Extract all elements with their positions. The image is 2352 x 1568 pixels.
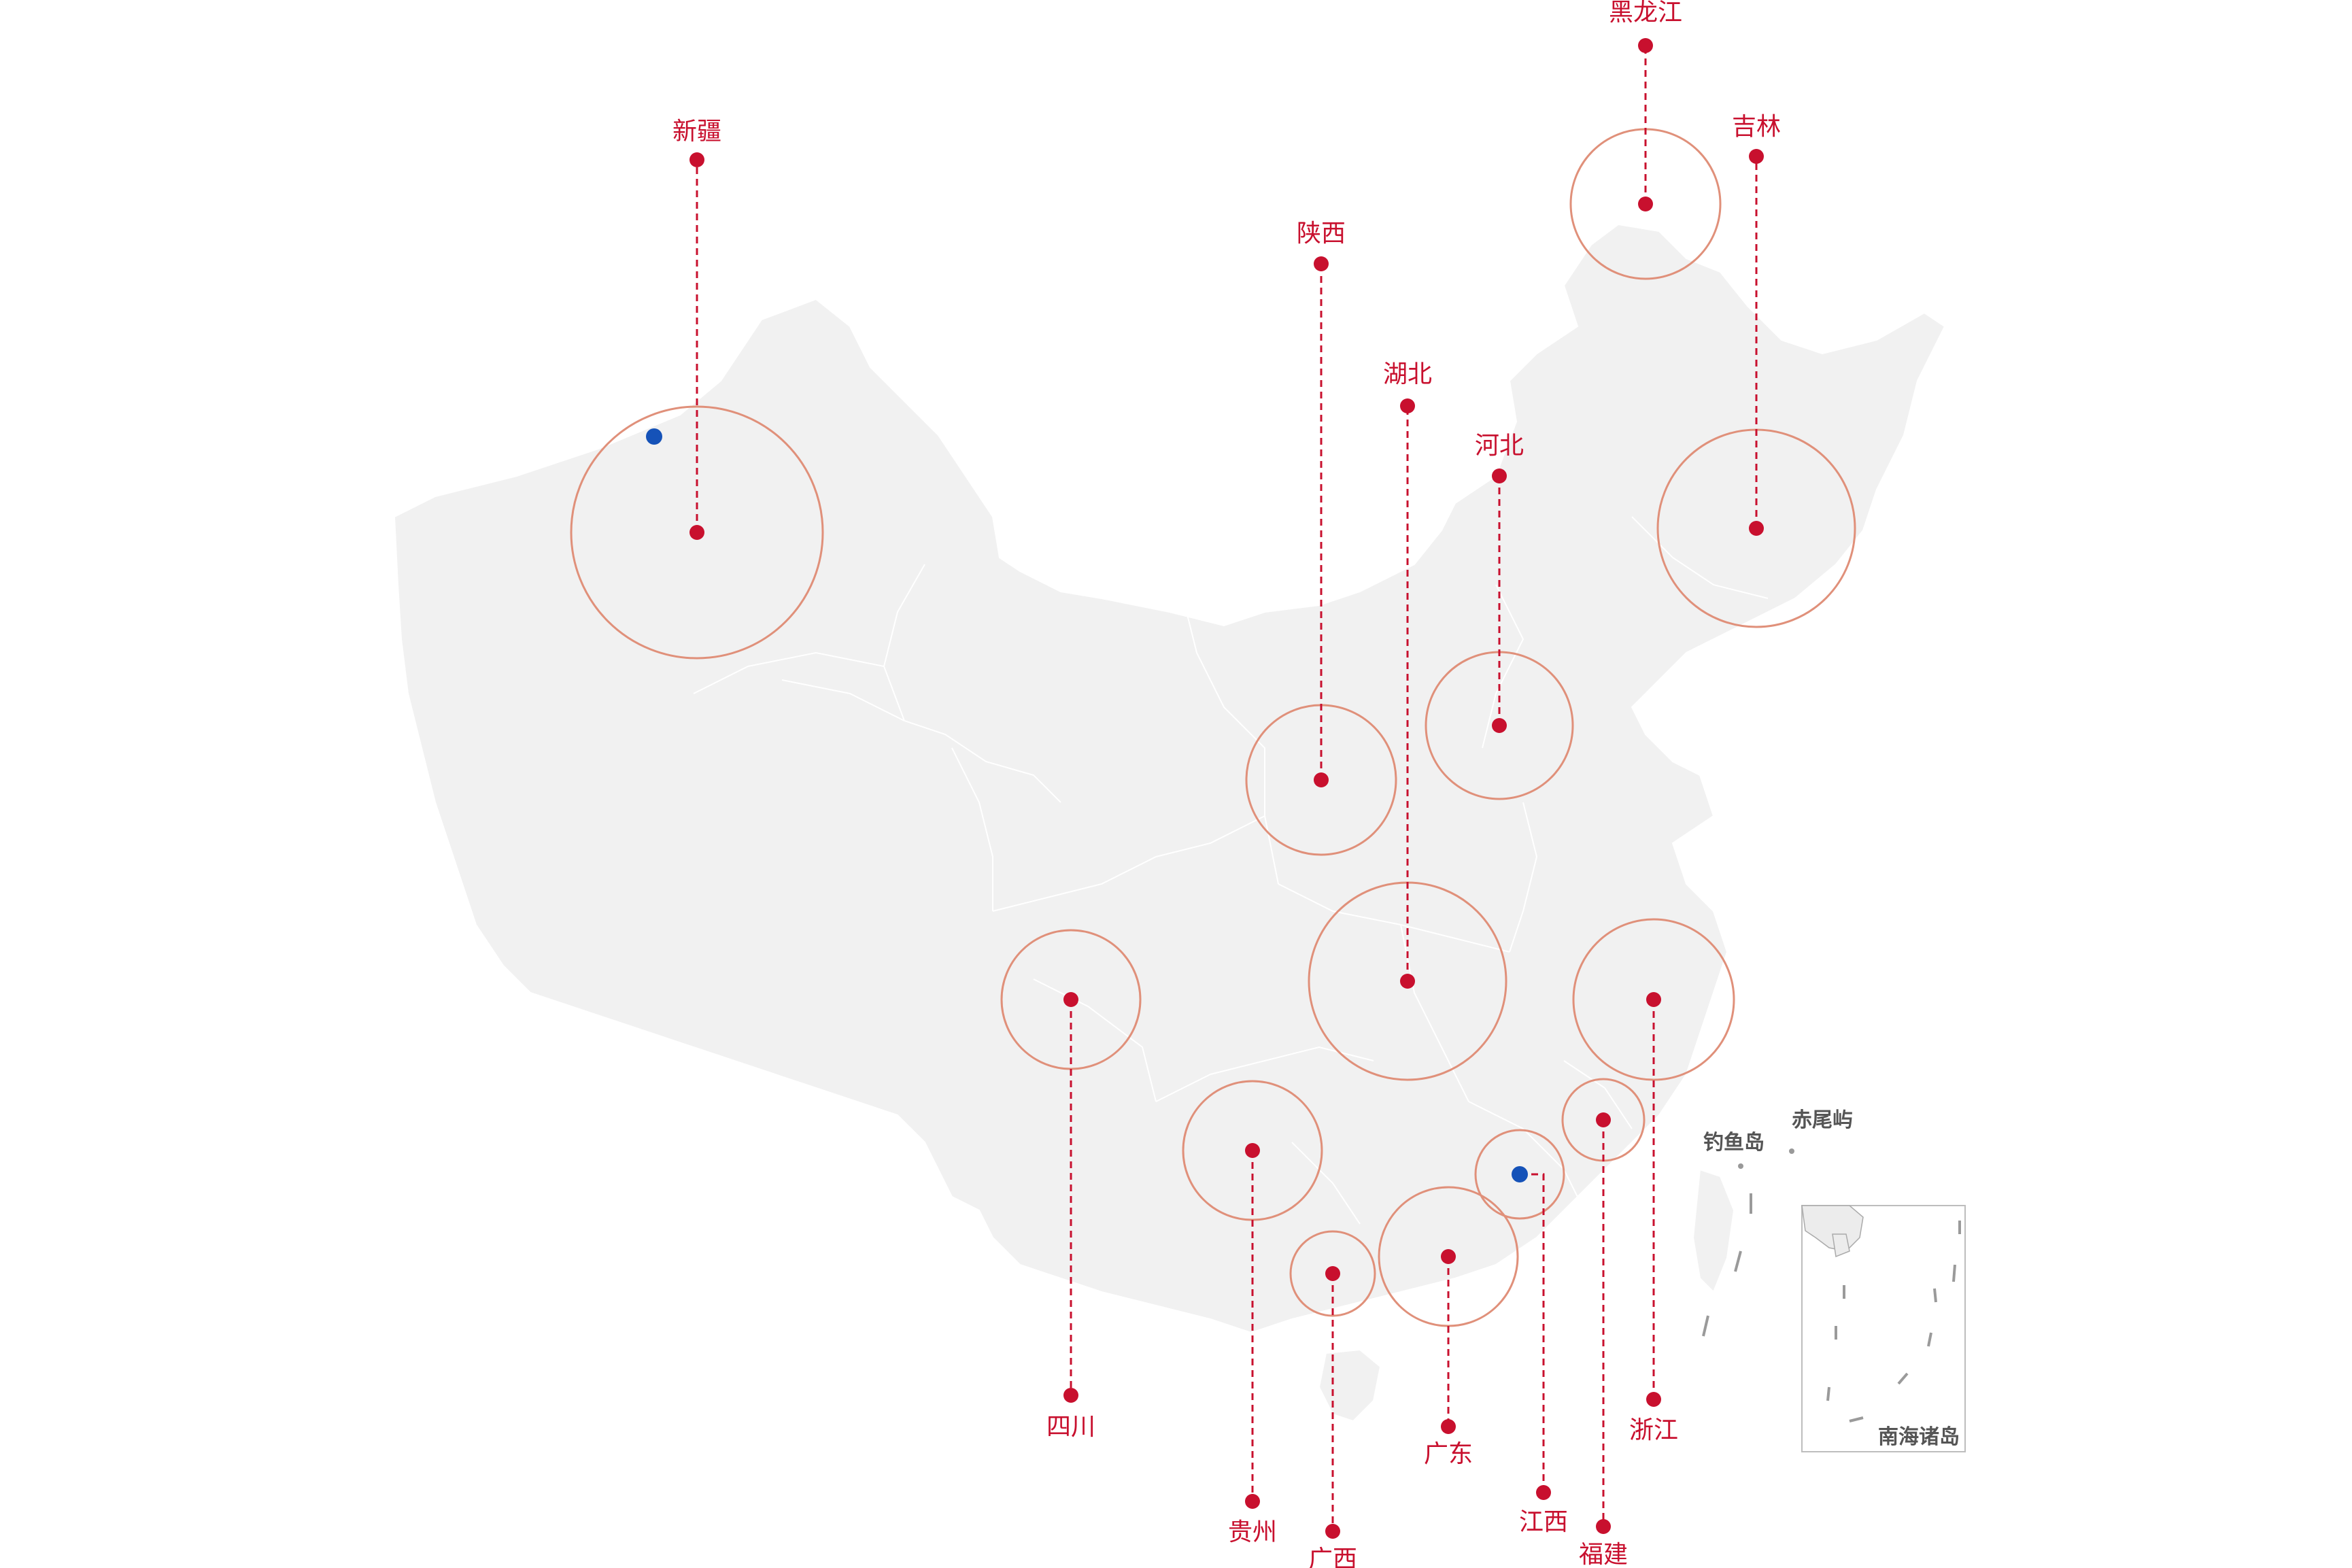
sichuan-label-dot xyxy=(1063,1388,1078,1403)
hebei-center-dot[interactable] xyxy=(1492,718,1507,733)
province-borders xyxy=(693,516,1769,1225)
chiwei-label: 赤尾屿 xyxy=(1792,1108,1853,1132)
zhejiang-ring xyxy=(1572,918,1735,1081)
nine-dash xyxy=(1952,1264,1956,1282)
inset-hainan xyxy=(1832,1233,1850,1258)
shaanxi-center-dot[interactable] xyxy=(1314,772,1329,787)
south-sea-inset: 南海诸岛 xyxy=(1801,1205,1966,1452)
fujian-label[interactable]: 福建 xyxy=(1579,1541,1628,1568)
xinjiang-label[interactable]: 新疆 xyxy=(672,118,721,146)
fujian-label-dot xyxy=(1596,1519,1611,1534)
shaanxi-label[interactable]: 陕西 xyxy=(1297,220,1346,248)
china-landmass xyxy=(393,223,1946,1422)
xinjiang-ring xyxy=(570,405,824,660)
guangxi-label[interactable]: 广西 xyxy=(1308,1546,1357,1568)
nine-dash xyxy=(1849,1416,1864,1422)
nine-dash xyxy=(1933,1288,1937,1303)
zhejiang-label[interactable]: 浙江 xyxy=(1629,1416,1678,1444)
shaanxi-label-dot xyxy=(1314,256,1329,271)
jilin-center-dot[interactable] xyxy=(1749,521,1764,536)
jiangxi-label-dot xyxy=(1536,1485,1551,1500)
guangxi-label-dot xyxy=(1325,1524,1340,1539)
guizhou-center-dot[interactable] xyxy=(1245,1143,1260,1158)
jilin-label[interactable]: 吉林 xyxy=(1732,113,1781,141)
hebei-label-dot xyxy=(1492,468,1507,483)
heilongjiang-center-dot[interactable] xyxy=(1638,197,1653,211)
xinjiang-label-dot xyxy=(689,152,704,167)
zhejiang-center-dot[interactable] xyxy=(1646,992,1661,1007)
diaoyu-dot xyxy=(1738,1163,1743,1169)
diaoyu-label: 钓鱼岛 xyxy=(1703,1131,1765,1155)
hebei-label[interactable]: 河北 xyxy=(1475,432,1524,460)
guizhou-label-dot xyxy=(1245,1494,1260,1509)
xinjiang-marker[interactable] xyxy=(646,428,662,445)
hubei-center-dot[interactable] xyxy=(1400,974,1415,989)
jiangxi-ring xyxy=(1474,1129,1565,1220)
boundary-dash xyxy=(1702,1315,1709,1337)
jilin-label-dot xyxy=(1749,149,1764,164)
jiangxi-leader-line xyxy=(1520,1173,1545,1493)
nine-dash xyxy=(1826,1386,1830,1401)
zhejiang-label-dot xyxy=(1646,1392,1661,1407)
jiangxi-label[interactable]: 江西 xyxy=(1519,1508,1568,1536)
islands-annotation: 钓鱼岛 赤尾屿 xyxy=(1702,1108,1853,1337)
south-sea-label: 南海诸岛 xyxy=(1878,1425,1960,1449)
guangdong-label[interactable]: 广东 xyxy=(1424,1440,1473,1468)
sichuan-label[interactable]: 四川 xyxy=(1046,1413,1095,1441)
hubei-label[interactable]: 湖北 xyxy=(1383,360,1432,388)
nine-dash xyxy=(1897,1372,1909,1385)
guangxi-ring xyxy=(1289,1230,1376,1317)
guangxi-center-dot[interactable] xyxy=(1325,1266,1340,1281)
jiangxi-marker[interactable] xyxy=(1512,1166,1528,1182)
sichuan-center-dot[interactable] xyxy=(1063,992,1078,1007)
xinjiang-center-dot[interactable] xyxy=(689,525,704,540)
guangdong-center-dot[interactable] xyxy=(1441,1249,1456,1264)
heilongjiang-label[interactable]: 黑龙江 xyxy=(1609,0,1682,27)
heilongjiang-label-dot xyxy=(1638,38,1653,53)
boundary-dash xyxy=(1734,1250,1742,1272)
nine-dash xyxy=(1927,1332,1932,1347)
guangdong-label-dot xyxy=(1441,1419,1456,1434)
guizhou-label[interactable]: 贵州 xyxy=(1228,1518,1277,1546)
chiwei-dot xyxy=(1789,1148,1794,1154)
hubei-label-dot xyxy=(1400,398,1415,413)
fujian-center-dot[interactable] xyxy=(1596,1112,1611,1127)
